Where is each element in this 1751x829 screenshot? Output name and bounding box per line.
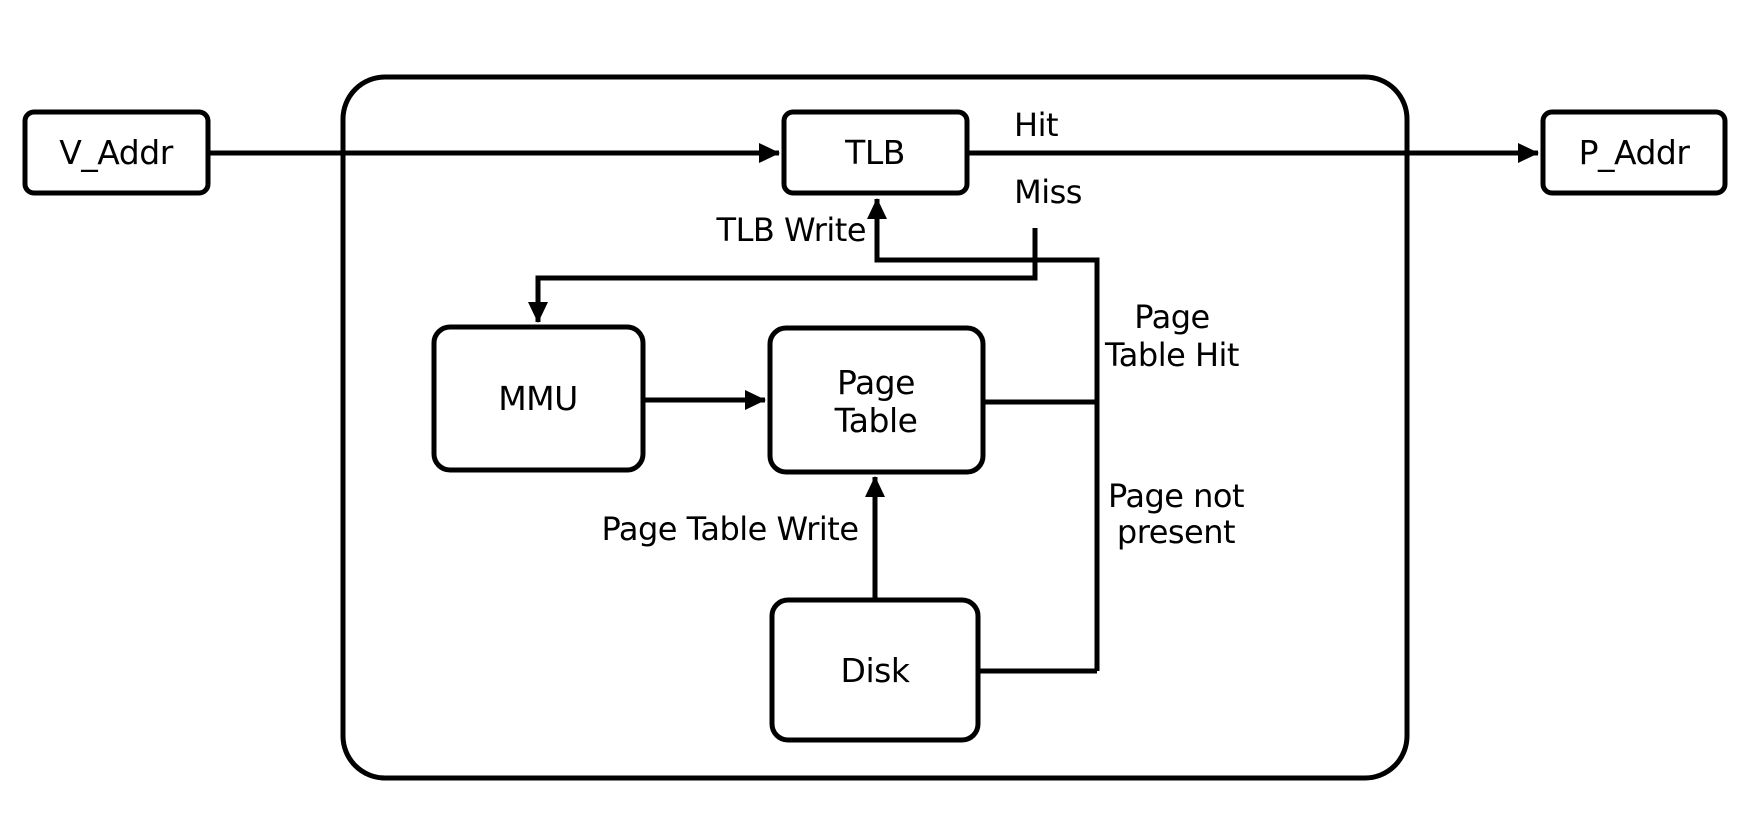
hit-label: Hit	[1014, 106, 1058, 144]
miss-label: Miss	[1014, 173, 1082, 211]
tlb-miss-to-mmu-arrow	[528, 228, 1038, 323]
mmu-node	[431, 324, 646, 473]
v-addr-node	[22, 109, 211, 196]
page-table-node	[767, 325, 986, 475]
page-table-write-label: Page Table Write	[601, 510, 858, 548]
system-boundary-box	[340, 74, 1410, 781]
p-addr-label: P_Addr	[1579, 133, 1691, 172]
v-addr-label: V_Addr	[59, 133, 173, 172]
page-table-label-line2: Table	[834, 401, 918, 440]
tlb-node	[781, 109, 970, 196]
p-addr-node	[1540, 109, 1728, 196]
page-table-hit-label-line1: Page	[1134, 298, 1209, 336]
tlb-label: TLB	[844, 133, 905, 172]
disk-node	[769, 597, 981, 743]
mmu-label: MMU	[498, 379, 578, 418]
page-not-present-label-line2: present	[1117, 513, 1235, 551]
page-table-hit-label-line2: Table Hit	[1104, 336, 1239, 374]
disk-label: Disk	[841, 651, 911, 690]
tlb-write-return-arrow	[867, 198, 1100, 671]
page-not-present-label-line1: Page not	[1108, 477, 1244, 515]
tlb-write-label: TLB Write	[716, 211, 866, 249]
page-table-label-line1: Page	[837, 363, 915, 402]
